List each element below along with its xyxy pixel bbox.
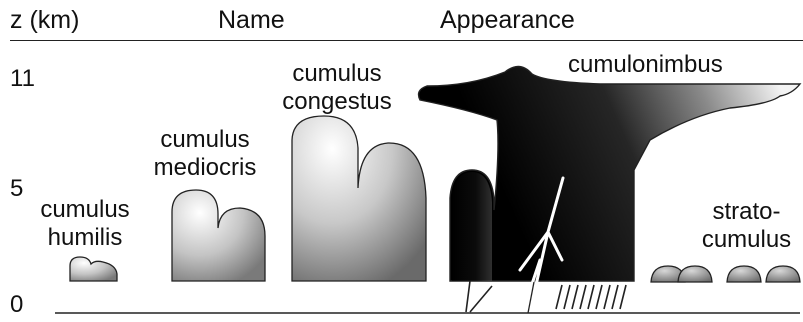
cumulus-congestus-cloud bbox=[292, 116, 426, 281]
gust-front bbox=[466, 281, 492, 312]
precipitation-hatching bbox=[556, 285, 626, 309]
cumulonimbus-lower-shading bbox=[452, 172, 492, 281]
cumulus-humilis-cloud bbox=[70, 257, 117, 281]
stratocumulus-cloud-layer bbox=[651, 266, 800, 282]
stratocumulus-cloud bbox=[727, 266, 761, 282]
stratocumulus-cloud bbox=[766, 266, 800, 282]
cumulus-mediocris-cloud bbox=[172, 190, 265, 281]
stratocumulus-cloud bbox=[678, 266, 712, 282]
